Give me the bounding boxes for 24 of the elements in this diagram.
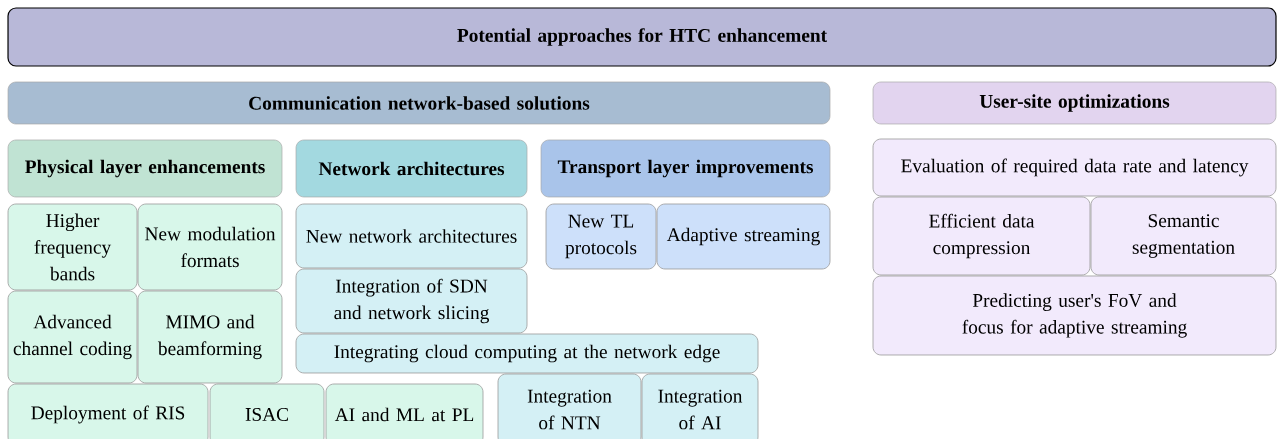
category-banner: Communication network-based solutions [7, 81, 831, 125]
approach-box: Deployment of RIS [7, 383, 209, 439]
approach-box: New TL protocols [545, 203, 657, 270]
approach-box: MIMO and beamforming [137, 290, 283, 384]
section-header: Network architectures [295, 139, 528, 198]
approach-box: Semantic segmentation [1090, 196, 1277, 276]
approach-box: New modulation formats [137, 203, 283, 291]
approach-box: Integration of NTN [497, 373, 642, 439]
section-header: Transport layer improvements [540, 139, 831, 198]
approach-box: AI and ML at PL [325, 383, 484, 439]
approach-box: Efficient data compression [872, 196, 1091, 276]
approach-box: Integration of SDN and network slicing [295, 268, 528, 334]
approach-box: Adaptive streaming [656, 203, 831, 270]
approach-box: Evaluation of required data rate and latency [872, 138, 1277, 197]
category-banner: User-site optimizations [872, 81, 1277, 125]
title-banner: Potential approaches for HTC enhancement [7, 7, 1277, 67]
approach-box: Integration of AI [641, 373, 759, 439]
approach-box: Predicting user's FoV and focus for adaptive streaming [872, 275, 1277, 356]
approach-box: Integrating cloud computing at the network edge [295, 333, 759, 374]
approach-box: ISAC [209, 383, 325, 439]
approach-box: New network architectures [295, 203, 528, 269]
section-header: Physical layer enhancements [7, 139, 283, 198]
approach-box: Higher frequency bands [7, 203, 138, 291]
approach-box: Advanced channel coding [7, 290, 138, 384]
